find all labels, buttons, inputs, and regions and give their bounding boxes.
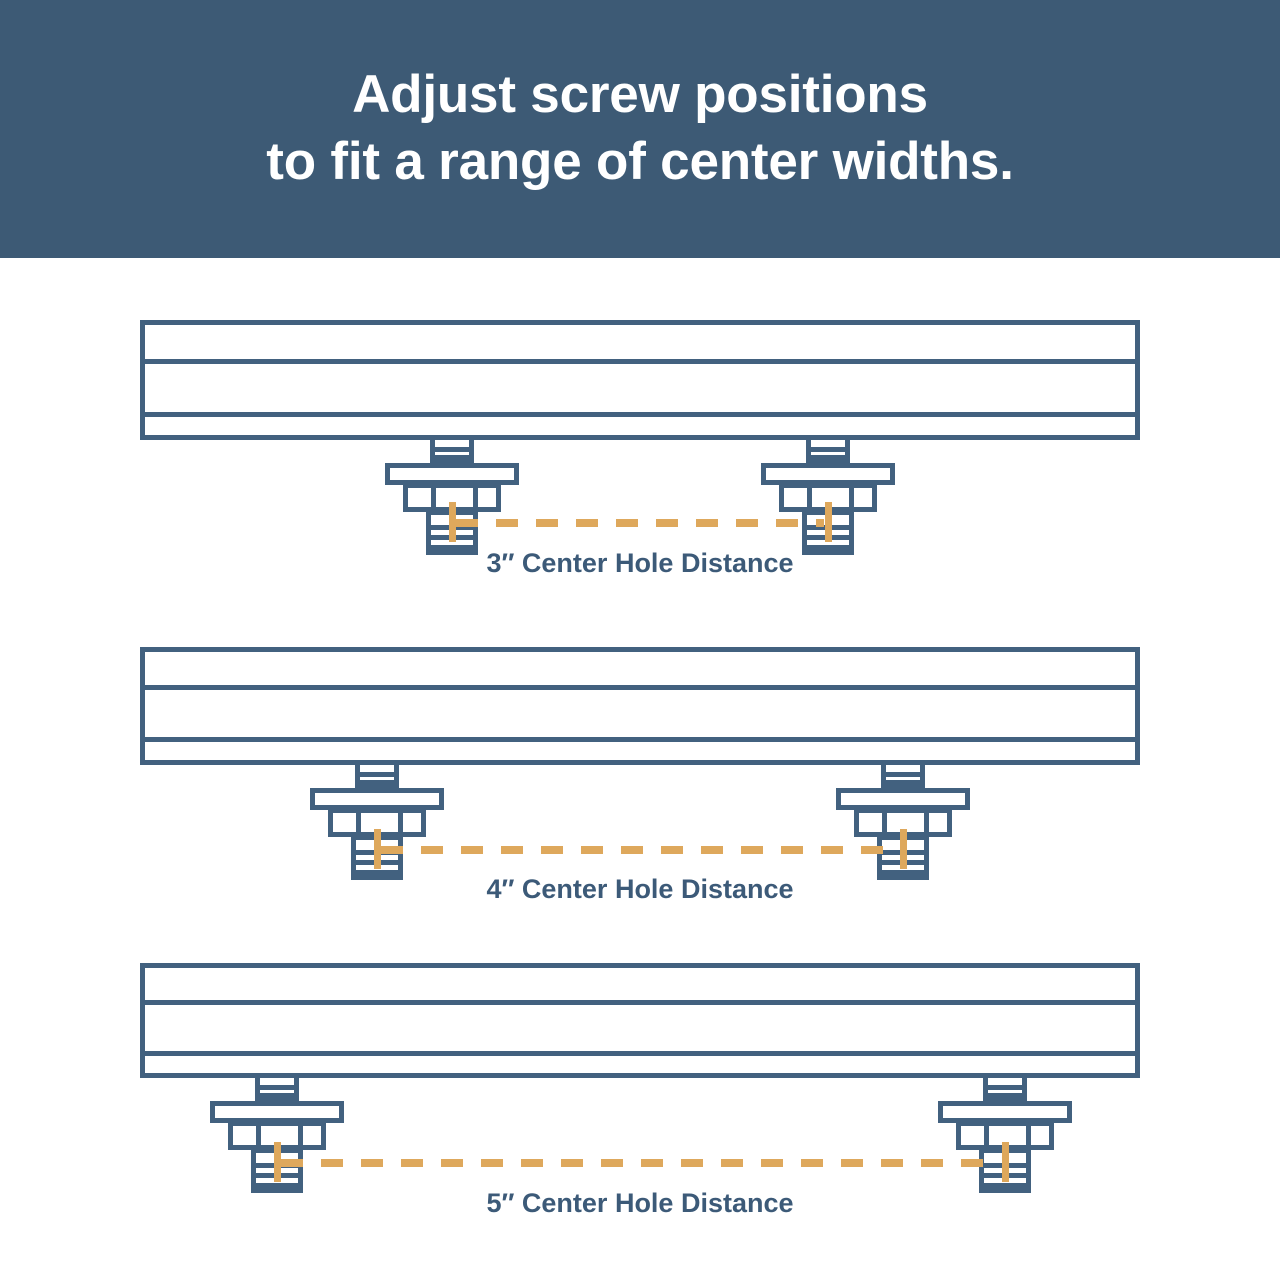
- screw-head-slot: [811, 455, 845, 460]
- screw-mid-divider: [356, 813, 361, 832]
- mounting-bar-strip: [140, 1000, 1140, 1056]
- mounting-bar: [140, 320, 1140, 440]
- mounting-bar-strip: [140, 963, 1140, 1005]
- screw-mid-divider: [807, 488, 812, 507]
- screw-head-slot: [988, 1093, 1022, 1098]
- screw-head-tab: [881, 760, 925, 790]
- screw-flange-plate: [836, 788, 970, 810]
- screw-mid-divider: [984, 1126, 989, 1145]
- screw-mid-divider: [924, 813, 929, 832]
- screw-head-tab: [430, 435, 474, 465]
- screw-head-slot: [360, 780, 394, 785]
- screw-shank-slot: [256, 1183, 298, 1188]
- screw-mid-divider: [398, 813, 403, 832]
- screw-head-tab: [806, 435, 850, 465]
- screw-mid-divider: [1026, 1126, 1031, 1145]
- mounting-bar-strip: [140, 359, 1140, 417]
- mounting-bar: [140, 647, 1140, 765]
- screw-head-slot: [260, 1085, 294, 1090]
- page-title: Adjust screw positions to fit a range of…: [0, 62, 1280, 196]
- center-distance-caption: 5″ Center Hole Distance: [486, 1188, 794, 1218]
- screw-mid-divider: [882, 813, 887, 832]
- dimension-tick-left: [449, 502, 456, 542]
- screw-head-slot: [811, 447, 845, 452]
- dimension-tick-left: [274, 1142, 281, 1182]
- mounting-bar-strip: [140, 412, 1140, 440]
- center-distance-caption: 4″ Center Hole Distance: [486, 874, 794, 904]
- mounting-bar-strip: [140, 320, 1140, 364]
- dimension-tick-right: [900, 829, 907, 869]
- screw-mid-divider: [473, 488, 478, 507]
- page-title-line-2: to fit a range of center widths.: [266, 132, 1014, 191]
- header-banner: Adjust screw positions to fit a range of…: [0, 0, 1280, 258]
- screw-mid-divider: [431, 488, 436, 507]
- screw-mid-divider: [256, 1126, 261, 1145]
- screw-shank-slot: [356, 870, 398, 875]
- screw-shank-slot: [431, 545, 473, 550]
- screw-flange-plate: [761, 463, 895, 485]
- mounting-bar: [140, 963, 1140, 1078]
- screw-flange-plate: [385, 463, 519, 485]
- dimension-dashed-line: [381, 846, 899, 854]
- screw-head-slot: [988, 1085, 1022, 1090]
- screw-head-slot: [435, 455, 469, 460]
- dimension-tick-left: [374, 829, 381, 869]
- diagram-stage: 3″ Center Hole Distance 4″ Center Hole Di…: [0, 258, 1280, 1280]
- screw-flange-plate: [210, 1101, 344, 1123]
- screw-head-tab: [355, 760, 399, 790]
- screw-head-slot: [360, 772, 394, 777]
- dimension-dashed-line: [456, 519, 824, 527]
- screw-head-tab: [255, 1073, 299, 1103]
- screw-head-slot: [886, 772, 920, 777]
- screw-shank-slot: [807, 545, 849, 550]
- screw-mid-divider: [298, 1126, 303, 1145]
- center-distance-caption: 3″ Center Hole Distance: [486, 548, 794, 578]
- mounting-bar-strip: [140, 647, 1140, 690]
- screw-head-slot: [886, 780, 920, 785]
- dimension-tick-right: [825, 502, 832, 542]
- screw-shank-slot: [882, 870, 924, 875]
- mounting-bar-strip: [140, 737, 1140, 765]
- screw-mid-divider: [849, 488, 854, 507]
- screw-head-slot: [435, 447, 469, 452]
- dimension-dashed-line: [281, 1159, 1001, 1167]
- mounting-bar-strip: [140, 685, 1140, 742]
- screw-flange-plate: [938, 1101, 1072, 1123]
- screw-head-tab: [983, 1073, 1027, 1103]
- mounting-bar-strip: [140, 1051, 1140, 1078]
- screw-flange-plate: [310, 788, 444, 810]
- screw-head-slot: [260, 1093, 294, 1098]
- dimension-tick-right: [1002, 1142, 1009, 1182]
- page-title-line-1: Adjust screw positions: [352, 65, 928, 125]
- screw-shank-slot: [984, 1183, 1026, 1188]
